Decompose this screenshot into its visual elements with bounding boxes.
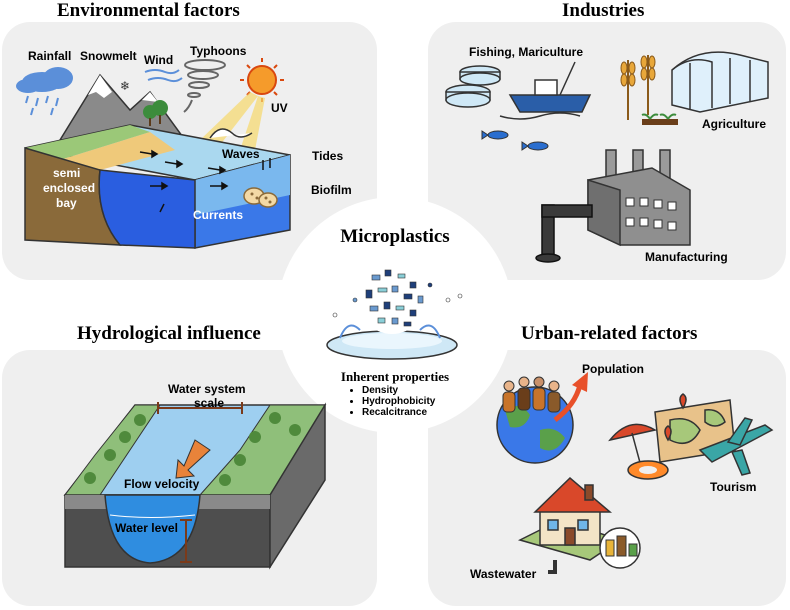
properties-list: Density Hydrophobicity Recalcitrance: [348, 385, 435, 418]
label-agriculture: Agriculture: [702, 117, 767, 131]
label-flow-velocity: Flow velocity: [124, 477, 200, 491]
current-arrows: [139, 149, 229, 213]
environmental-title: Environmental factors: [57, 0, 240, 21]
bush-icon: [84, 412, 301, 486]
label-tourism: Tourism: [710, 480, 757, 494]
typhoon-icon: [183, 59, 226, 113]
microplastics-splash-illustration: [326, 266, 463, 360]
label-wastewater: Wastewater: [470, 567, 537, 581]
label-wind: Wind: [144, 53, 174, 67]
flow-arrow-icon: [175, 439, 211, 479]
label-enclosed: enclosed: [43, 181, 96, 195]
center-title: Microplastics: [340, 226, 450, 247]
label-fishing: Fishing, Mariculture: [469, 45, 584, 59]
scale-bar-icon: [157, 402, 243, 414]
label-manufacturing: Manufacturing: [645, 250, 728, 264]
wastewater-pipe-icon: [548, 560, 557, 574]
label-typhoons: Typhoons: [190, 44, 247, 58]
property-recalcitrance: Recalcitrance: [362, 407, 435, 418]
people-icon: [502, 376, 561, 413]
sprout-icon: [641, 113, 678, 125]
property-hydrophobicity: Hydrophobicity: [362, 396, 435, 407]
label-snowmelt: Snowmelt: [80, 49, 137, 63]
wind-icon: [144, 69, 183, 83]
airplane-icon: [698, 417, 774, 476]
rain-cloud-icon: [16, 67, 73, 116]
label-population: Population: [582, 362, 644, 376]
label-waves: Waves: [222, 147, 260, 161]
environmental-illustration: ❄: [16, 58, 291, 249]
tide-arrows-icon: [262, 158, 271, 170]
tree-icon: [143, 100, 168, 126]
household-products-icon: [599, 527, 641, 569]
label-semi: semi: [53, 166, 81, 180]
snowflake-icon: ❄: [120, 79, 130, 93]
urban-title: Urban-related factors: [521, 323, 698, 344]
wave-icon: [209, 128, 253, 139]
label-uv: UV: [271, 101, 288, 115]
discharge-pipe-icon: [535, 204, 593, 263]
microplastic-particles: [332, 266, 463, 334]
mountain-icon: [58, 73, 187, 141]
fish-farm-icon: [445, 65, 501, 108]
label-rainfall: Rainfall: [28, 49, 72, 63]
fish-icon: [481, 130, 549, 151]
label-scale: scale: [194, 396, 225, 410]
greenhouse-icon: [671, 51, 769, 113]
water-level-bar-icon: [180, 519, 192, 563]
urban-illustration: [496, 372, 774, 574]
growth-arrow-icon: [553, 384, 583, 422]
factory-icon: [587, 149, 691, 247]
hydrological-illustration: [63, 402, 327, 570]
sun-icon: [240, 58, 284, 102]
label-biofilm: Biofilm: [311, 183, 352, 197]
label-currents: Currents: [193, 208, 244, 222]
hydrological-title: Hydrological influence: [77, 323, 261, 344]
label-water-system: Water system: [168, 382, 246, 396]
industries-illustration: [445, 51, 769, 263]
properties-title: Inherent properties: [340, 369, 450, 384]
property-density: Density: [362, 385, 435, 396]
biofilm-icon: [243, 187, 278, 208]
industries-title: Industries: [562, 0, 645, 21]
label-water-level: Water level: [115, 521, 178, 535]
float-ring-icon: [627, 460, 669, 480]
label-tides: Tides: [312, 149, 344, 163]
label-bay: bay: [56, 196, 77, 210]
wheat-icon: [620, 55, 656, 120]
fishing-boat-icon: [499, 61, 592, 120]
